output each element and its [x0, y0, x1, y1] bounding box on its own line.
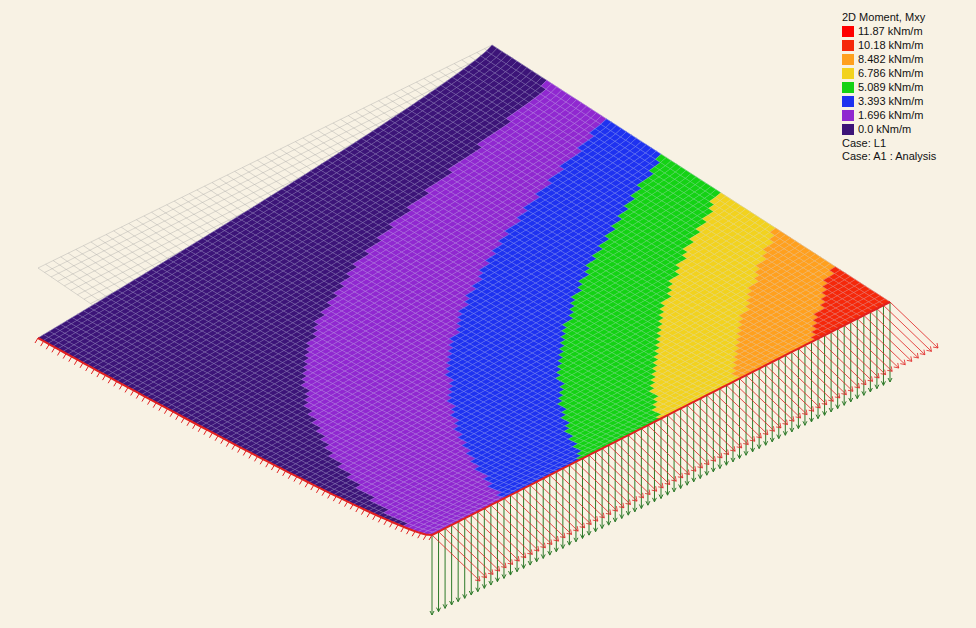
plate-contour-plot: [0, 0, 976, 628]
